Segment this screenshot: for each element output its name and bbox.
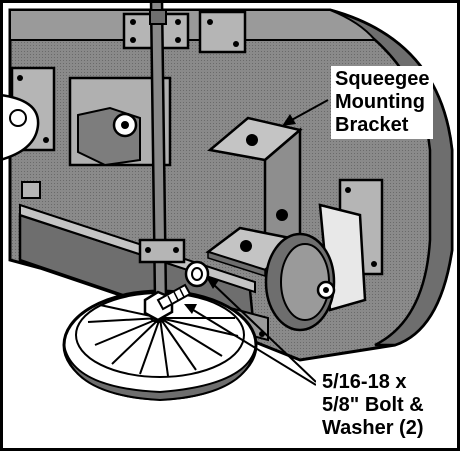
left-caster-hub bbox=[9, 109, 27, 127]
handle-clamp-bottom bbox=[138, 238, 186, 264]
bolt-callout-line: 5/8" Bolt & bbox=[322, 394, 424, 416]
bolt bbox=[143, 283, 192, 323]
bracket-hole bbox=[246, 134, 258, 146]
bracket-leader-arrow bbox=[282, 114, 296, 126]
top-plate bbox=[198, 10, 247, 54]
clamp-hole bbox=[145, 247, 151, 253]
shaft-collar bbox=[149, 9, 167, 25]
bracket-callout-line: Squeegee bbox=[335, 68, 430, 90]
clamp-hole bbox=[130, 37, 136, 43]
bracket-callout-line: Bracket bbox=[335, 114, 409, 136]
caster-plate-hole bbox=[17, 75, 23, 81]
clamp-hole bbox=[173, 247, 179, 253]
bracket-hole bbox=[276, 209, 288, 221]
bolt-washer-callout-label: 5/16-18 x 5/8" Bolt & Washer (2) bbox=[316, 368, 430, 444]
bolt-leader-arrow-1 bbox=[206, 277, 219, 289]
bracket-hole bbox=[240, 240, 252, 252]
right-caster-axle-center bbox=[323, 287, 329, 293]
pad-driver-side bbox=[63, 344, 257, 402]
caster-plate-hole bbox=[345, 187, 351, 193]
caster-plate-hole bbox=[43, 137, 49, 143]
pad-driver-spokes bbox=[87, 304, 239, 377]
left-caster-wheel bbox=[0, 93, 40, 162]
clamp-hole bbox=[130, 19, 136, 25]
bolt-leader-line-2 bbox=[189, 307, 317, 386]
top-flange bbox=[9, 9, 378, 41]
bracket-leader-line bbox=[287, 99, 329, 123]
bolt-leader-line-1 bbox=[211, 282, 317, 383]
left-small-plate bbox=[21, 181, 41, 199]
bolt-leader-arrow-2 bbox=[184, 304, 197, 314]
recess-knob-center bbox=[121, 121, 129, 129]
top-plate-hole bbox=[207, 19, 213, 25]
bolt-callout-line: 5/16-18 x bbox=[322, 371, 407, 393]
clamp-hole bbox=[175, 19, 181, 25]
top-plate-hole bbox=[233, 41, 239, 47]
caster-plate-hole bbox=[371, 261, 377, 267]
clamp-hole bbox=[175, 37, 181, 43]
bracket-callout-label: Squeegee Mounting Bracket bbox=[331, 66, 434, 139]
bracket-callout-line: Mounting bbox=[335, 91, 425, 113]
bolt-callout-line: Washer (2) bbox=[322, 417, 424, 439]
washer bbox=[184, 260, 210, 288]
